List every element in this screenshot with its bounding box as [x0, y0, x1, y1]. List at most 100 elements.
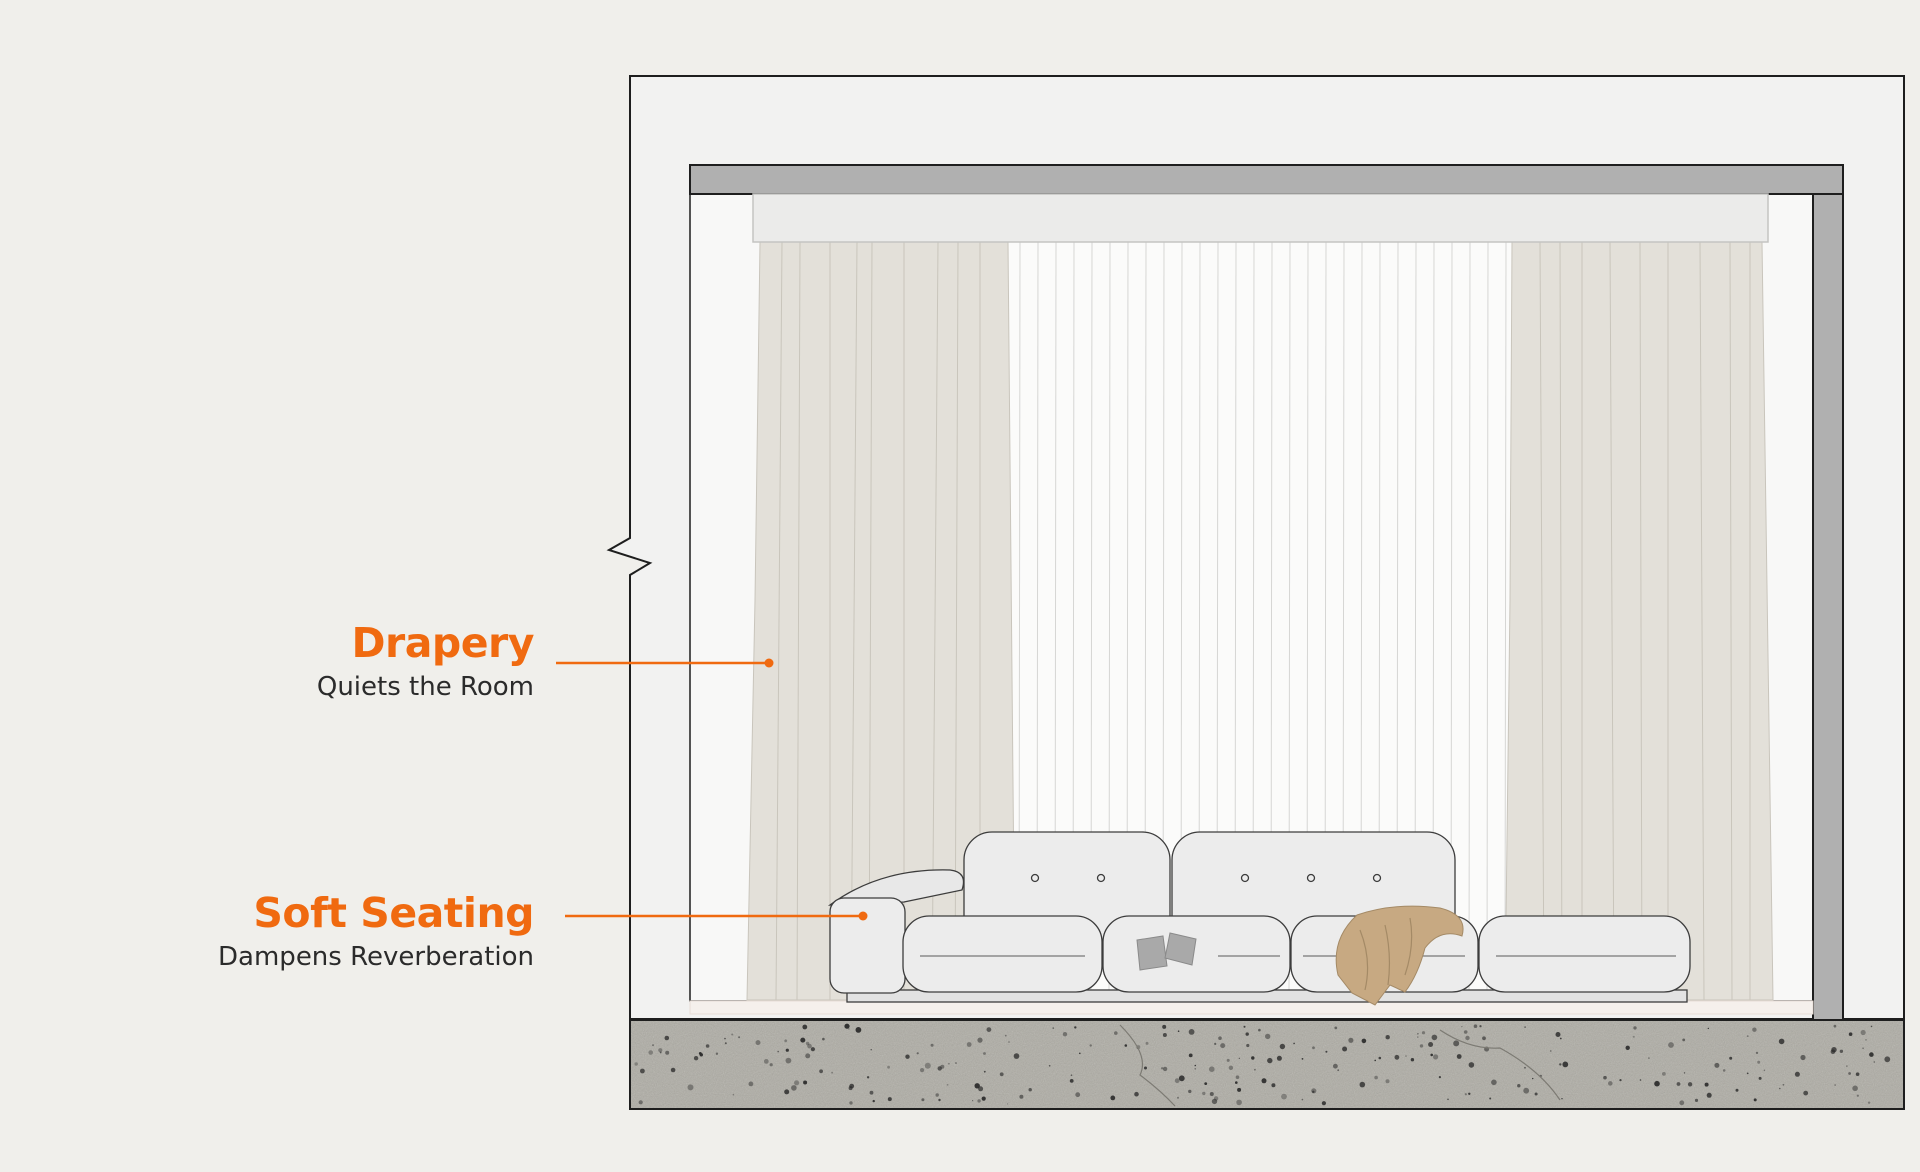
concrete-pore: [924, 1062, 931, 1069]
concrete-pore: [1204, 1082, 1208, 1085]
concrete-pore: [986, 1027, 992, 1032]
concrete-pore: [1378, 1056, 1382, 1060]
concrete-pore: [1654, 1080, 1660, 1087]
pillow-icon: [1136, 932, 1197, 971]
concrete-pore: [1062, 1032, 1068, 1037]
fold-line: [868, 241, 873, 1001]
concrete-pore: [1639, 1079, 1642, 1081]
concrete-pore: [1079, 1052, 1081, 1055]
concrete-pore: [1243, 1025, 1246, 1028]
concrete-pore: [1865, 1039, 1867, 1041]
tuft-button: [1372, 873, 1382, 883]
concrete-pore: [1174, 1078, 1180, 1084]
concrete-pore: [1860, 1029, 1866, 1036]
concrete-pore: [1177, 1096, 1179, 1099]
concrete-pore: [777, 1050, 779, 1053]
concrete-pore: [1144, 1066, 1147, 1070]
concrete-pore: [1468, 1062, 1475, 1068]
concrete-pore: [1188, 1053, 1193, 1058]
concrete-pore: [955, 1062, 957, 1064]
concrete-pore: [1873, 1061, 1875, 1063]
concrete-pore: [1648, 1057, 1650, 1059]
sofa-cushion: [1102, 915, 1291, 993]
concrete-pore: [1517, 1084, 1521, 1088]
concrete-pore: [1479, 1025, 1482, 1028]
concrete-pore: [1707, 1027, 1710, 1030]
concrete-pore: [1532, 1077, 1534, 1080]
concrete-pore: [1194, 1068, 1196, 1070]
concrete-pore: [966, 1042, 972, 1047]
fold-line: [1729, 241, 1733, 1001]
concrete-pore: [1251, 1056, 1255, 1060]
concrete-pore: [1070, 1074, 1073, 1076]
concrete-pore: [1160, 1067, 1164, 1070]
concrete-pore: [763, 1059, 769, 1064]
concrete-pore: [1433, 1054, 1439, 1060]
concrete-pore: [1687, 1082, 1693, 1087]
concrete-pore: [1869, 1052, 1874, 1057]
concrete-pore: [855, 1027, 862, 1033]
right-drape: [1504, 241, 1774, 1001]
concrete-pore: [1438, 1076, 1441, 1079]
concrete-pore: [732, 1093, 735, 1096]
concrete-pore: [1465, 1035, 1470, 1041]
concrete-pore: [1461, 1026, 1463, 1028]
concrete-pore: [1800, 1054, 1806, 1061]
concrete-pore: [1633, 1026, 1637, 1030]
concrete-pore: [1848, 1072, 1851, 1075]
drapery-leader: [556, 658, 774, 668]
concrete-pore: [1237, 1087, 1242, 1092]
concrete-pore: [705, 1044, 710, 1048]
fold-line: [1639, 241, 1643, 1001]
concrete-pore: [1619, 1079, 1622, 1082]
concrete-pore: [1683, 1072, 1686, 1074]
concrete-pore: [1431, 1034, 1438, 1041]
concrete-pore: [1694, 1098, 1699, 1102]
sofa: [827, 831, 1691, 1003]
concrete-pore: [916, 1052, 919, 1055]
concrete-pore: [819, 1069, 823, 1074]
fold-line: [1609, 241, 1615, 1001]
concrete-pore: [1279, 1043, 1286, 1050]
concrete-pore: [1348, 1037, 1354, 1043]
concrete-pore: [1211, 1098, 1218, 1105]
concrete-pore: [670, 1067, 676, 1073]
concrete-pore: [1162, 1066, 1168, 1072]
concrete-pore: [1417, 1033, 1419, 1035]
throw-blanket-icon: [1335, 905, 1464, 1006]
concrete-pore: [1862, 1047, 1864, 1050]
concrete-pore: [803, 1080, 808, 1085]
fold-line: [1486, 241, 1489, 1001]
concrete-crack: [1119, 1024, 1561, 1107]
concrete-pore: [1555, 1032, 1561, 1037]
concrete-pore: [866, 1076, 870, 1079]
concrete-pore: [791, 1085, 797, 1091]
concrete-pore: [807, 1043, 812, 1049]
concrete-pore: [1028, 1088, 1032, 1092]
concrete-pore: [802, 1024, 808, 1030]
concrete-pore: [1524, 1067, 1526, 1069]
concrete-pore: [1228, 1065, 1234, 1071]
concrete-pore: [1048, 1065, 1051, 1067]
concrete-pore: [1271, 1083, 1276, 1088]
concrete-pore: [1202, 1091, 1206, 1096]
fold-line: [1539, 241, 1545, 1001]
concrete-pore: [1852, 1085, 1858, 1092]
concrete-pore: [1276, 1055, 1282, 1061]
concrete-pore: [978, 1086, 984, 1092]
concrete-pore: [938, 1098, 941, 1102]
tuft-button: [1096, 873, 1106, 883]
concrete-pore: [784, 1089, 790, 1095]
concrete-pore: [1463, 1030, 1468, 1034]
concrete-pore: [1856, 1094, 1859, 1097]
concrete-pore: [1752, 1027, 1757, 1032]
concrete-pore: [1069, 1079, 1074, 1083]
concrete-pore: [1385, 1035, 1390, 1040]
concrete-pore: [1430, 1053, 1433, 1057]
concrete-pore: [983, 1052, 986, 1055]
concrete-pores: [634, 1023, 1891, 1106]
concrete-pore: [785, 1057, 792, 1064]
concrete-pore: [1662, 1072, 1666, 1076]
concrete-pore: [921, 1098, 925, 1102]
